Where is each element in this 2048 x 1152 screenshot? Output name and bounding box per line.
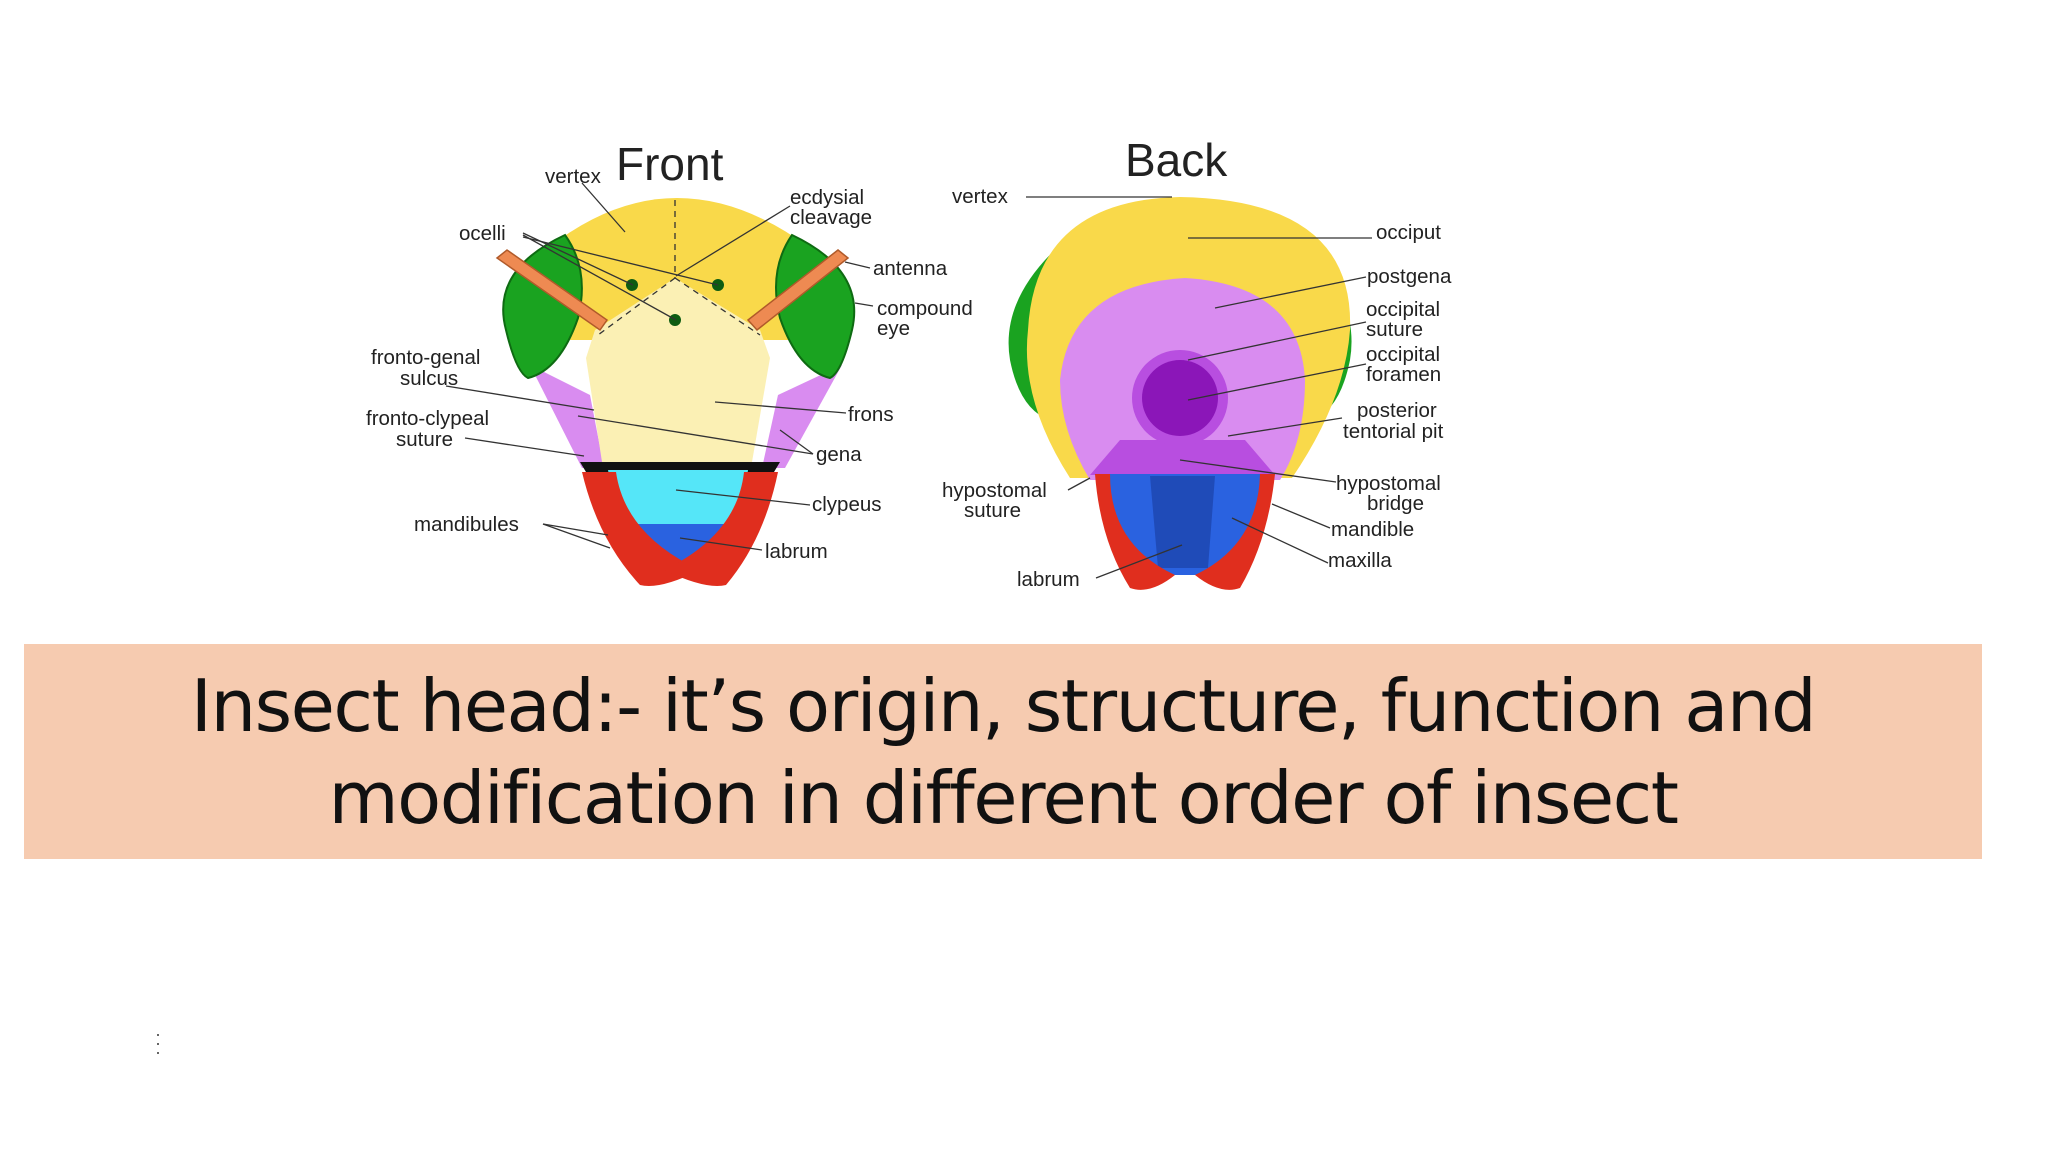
front-gena-shape-right xyxy=(762,365,842,468)
back-title: Back xyxy=(1125,134,1228,186)
back-labium-shape xyxy=(1150,476,1215,568)
front-label-compound-1: compound xyxy=(877,297,973,320)
back-label-vertex: vertex xyxy=(952,185,1009,208)
back-label-hypostomal-bridge-2: bridge xyxy=(1367,492,1424,515)
slide-title-line-1: Insect head:- it’s origin, structure, fu… xyxy=(190,663,1817,748)
front-label-fronto-clypeal-2: suture xyxy=(396,428,453,451)
back-label-posterior-tentorial-1: posterior xyxy=(1357,399,1437,422)
front-eye-right xyxy=(775,233,856,380)
back-view xyxy=(1008,197,1352,590)
back-label-occipital-foramen-1: occipital xyxy=(1366,343,1440,366)
front-fronto-clypeal-suture xyxy=(580,462,780,472)
front-mandible-left xyxy=(582,472,700,586)
front-title: Front xyxy=(616,138,724,190)
back-label-hypostomal-suture-1: hypostomal xyxy=(942,479,1047,502)
back-label-postgena: postgena xyxy=(1367,265,1452,288)
front-label-labrum: labrum xyxy=(765,540,828,563)
front-clypeus-shape xyxy=(608,470,748,524)
back-label-hypostomal-suture-2: suture xyxy=(964,499,1021,522)
front-label-gena: gena xyxy=(816,443,862,466)
slide-title-line-2: modification in different order of insec… xyxy=(328,755,1679,840)
back-label-mandible: mandible xyxy=(1331,518,1414,541)
front-ecdysial-dash xyxy=(597,200,761,336)
back-label-labrum: labrum xyxy=(1017,568,1080,591)
back-label-occipital-suture-1: occipital xyxy=(1366,298,1440,321)
front-label-fronto-genal-2: sulcus xyxy=(400,367,458,390)
front-label-clypeus: clypeus xyxy=(812,493,882,516)
front-frons-shape xyxy=(586,278,770,462)
back-label-posterior-tentorial-2: tentorial pit xyxy=(1343,420,1444,443)
front-gena-shape xyxy=(530,365,604,468)
front-label-compound-2: eye xyxy=(877,317,910,340)
back-label-hypostomal-bridge-1: hypostomal xyxy=(1336,472,1441,495)
front-label-vertex: vertex xyxy=(545,165,602,188)
back-label-occipital-suture-2: suture xyxy=(1366,318,1423,341)
back-mandible-right xyxy=(1195,474,1275,590)
front-antenna-right xyxy=(746,249,850,332)
front-label-frons: frons xyxy=(848,403,894,426)
leader-lines xyxy=(445,182,1372,579)
back-foramen-hole xyxy=(1142,360,1218,436)
insect-head-diagram: Front Back vertex ocelli ecdysial cleava… xyxy=(366,134,1452,591)
front-label-ecdysial-2: cleavage xyxy=(790,206,872,229)
front-label-fronto-clypeal-1: fronto-clypeal xyxy=(366,407,489,430)
back-label-occiput: occiput xyxy=(1376,221,1441,244)
front-label-ecdysial-1: ecdysial xyxy=(790,186,864,209)
front-label-fronto-genal-1: fronto-genal xyxy=(371,346,480,369)
front-view xyxy=(495,198,856,586)
back-label-maxilla: maxilla xyxy=(1328,549,1392,572)
front-label-antenna: antenna xyxy=(873,257,948,280)
back-mandible-left xyxy=(1095,474,1175,590)
decorative-dots xyxy=(157,1034,161,1064)
front-label-ocelli: ocelli xyxy=(459,222,506,245)
front-mandible-right xyxy=(664,472,778,586)
back-label-occipital-foramen-2: foramen xyxy=(1366,363,1441,386)
front-label-mandibules: mandibules xyxy=(414,513,519,536)
front-antenna-left xyxy=(495,249,609,332)
title-band: Insect head:- it’s origin, structure, fu… xyxy=(24,644,1982,859)
slide-title: Insect head:- it’s origin, structure, fu… xyxy=(53,660,1953,844)
labels: Front Back vertex ocelli ecdysial cleava… xyxy=(366,134,1452,591)
